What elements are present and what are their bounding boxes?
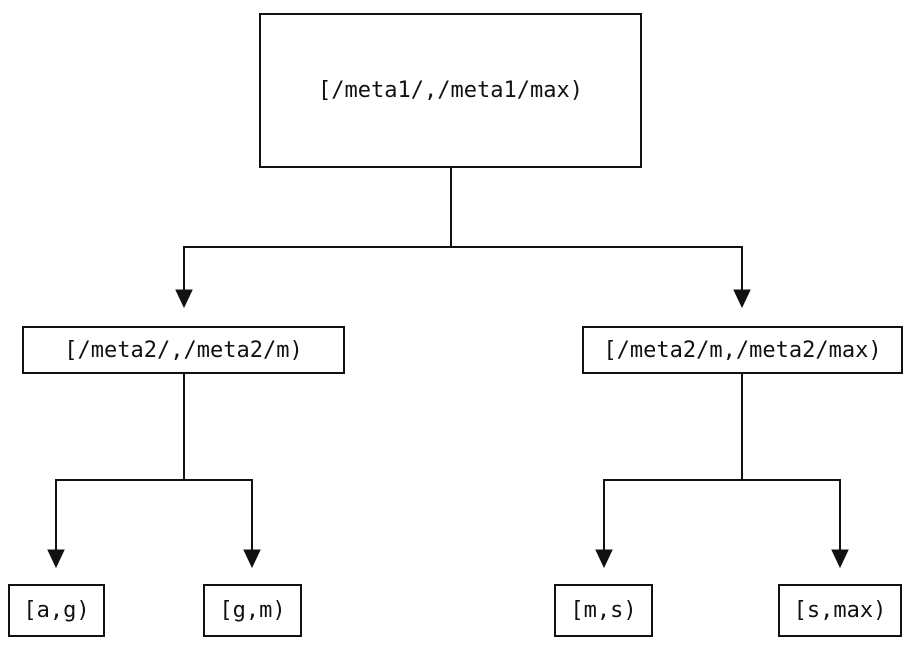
- arrowhead-down-icon: [47, 549, 65, 569]
- arrowhead-down-icon: [243, 549, 261, 569]
- arrowhead-down-icon: [175, 289, 193, 309]
- arrowhead-down-icon: [831, 549, 849, 569]
- edge-right-leaf-ms: [595, 479, 613, 569]
- node-left-meta2-range: [/meta2/,/meta2/m): [22, 326, 345, 374]
- edge-left-leaf-gm: [243, 479, 261, 569]
- edge-right-leaf-smax: [831, 479, 849, 569]
- node-leaf-ms-range: [m,s): [554, 584, 653, 637]
- edge-root-stem: [184, 168, 742, 248]
- arrowhead-down-icon: [733, 289, 751, 309]
- arrowhead-down-icon: [595, 549, 613, 569]
- node-right-meta2-range: [/meta2/m,/meta2/max): [582, 326, 903, 374]
- node-leaf-gm-range: [g,m): [203, 584, 302, 637]
- edge-left-leaf-ag: [47, 479, 65, 569]
- node-leaf-smax-range: [s,max): [778, 584, 902, 637]
- node-root-meta1-range: [/meta1/,/meta1/max): [259, 13, 642, 168]
- edge-left-stem: [56, 374, 252, 481]
- edge-right-stem: [604, 374, 840, 481]
- edge-root-right: [733, 246, 751, 309]
- edge-root-left: [175, 246, 193, 309]
- node-leaf-ag-range: [a,g): [8, 584, 105, 637]
